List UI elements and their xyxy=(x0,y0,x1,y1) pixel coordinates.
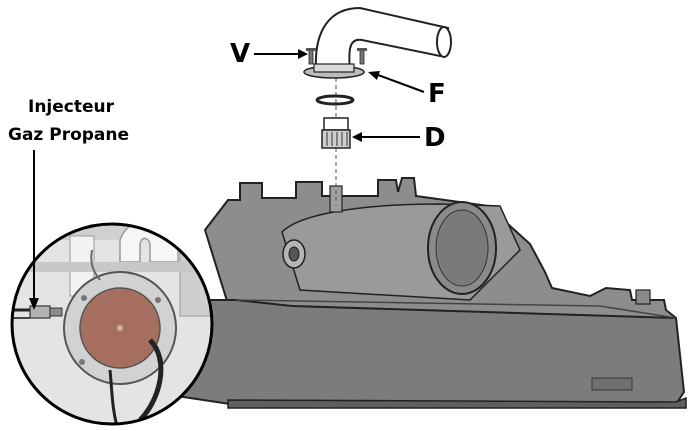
housing-bottom-lip xyxy=(227,396,687,409)
inset-border xyxy=(10,222,214,426)
o-ring xyxy=(315,94,355,106)
arrow-d-head xyxy=(352,132,362,142)
inset-callout: Injecteur Gaz Propane xyxy=(8,97,129,310)
screw-v-right-icon xyxy=(357,48,367,65)
gas-pipe-end xyxy=(436,26,452,58)
gas-pipe-icon xyxy=(314,6,450,71)
arrow-v-head xyxy=(298,49,308,59)
callout-f: F xyxy=(368,71,446,109)
callout-d: D xyxy=(352,123,446,153)
callout-v: V xyxy=(230,39,308,69)
arrow-f-head xyxy=(368,71,380,80)
exploded-parts xyxy=(303,6,452,205)
flange-collar xyxy=(313,63,355,73)
label-f: F xyxy=(428,79,446,109)
injector-d-icon xyxy=(321,117,351,149)
inset-caption-line1: Injecteur xyxy=(28,97,115,117)
housing-boss-hole xyxy=(288,246,300,262)
propane-injector-icon xyxy=(12,305,63,319)
burner-housing xyxy=(149,177,687,409)
arrow-f-line xyxy=(377,74,425,93)
label-d: D xyxy=(424,123,446,153)
housing-slot xyxy=(591,377,633,391)
inset-caption-line2: Gaz Propane xyxy=(8,125,129,145)
inset-pointer-head xyxy=(29,298,39,310)
housing-nub xyxy=(635,289,651,305)
housing-end-cap-inner xyxy=(435,209,489,287)
screw-v-left-icon xyxy=(306,48,316,65)
label-v: V xyxy=(230,39,250,69)
housing-ridge xyxy=(235,299,677,319)
